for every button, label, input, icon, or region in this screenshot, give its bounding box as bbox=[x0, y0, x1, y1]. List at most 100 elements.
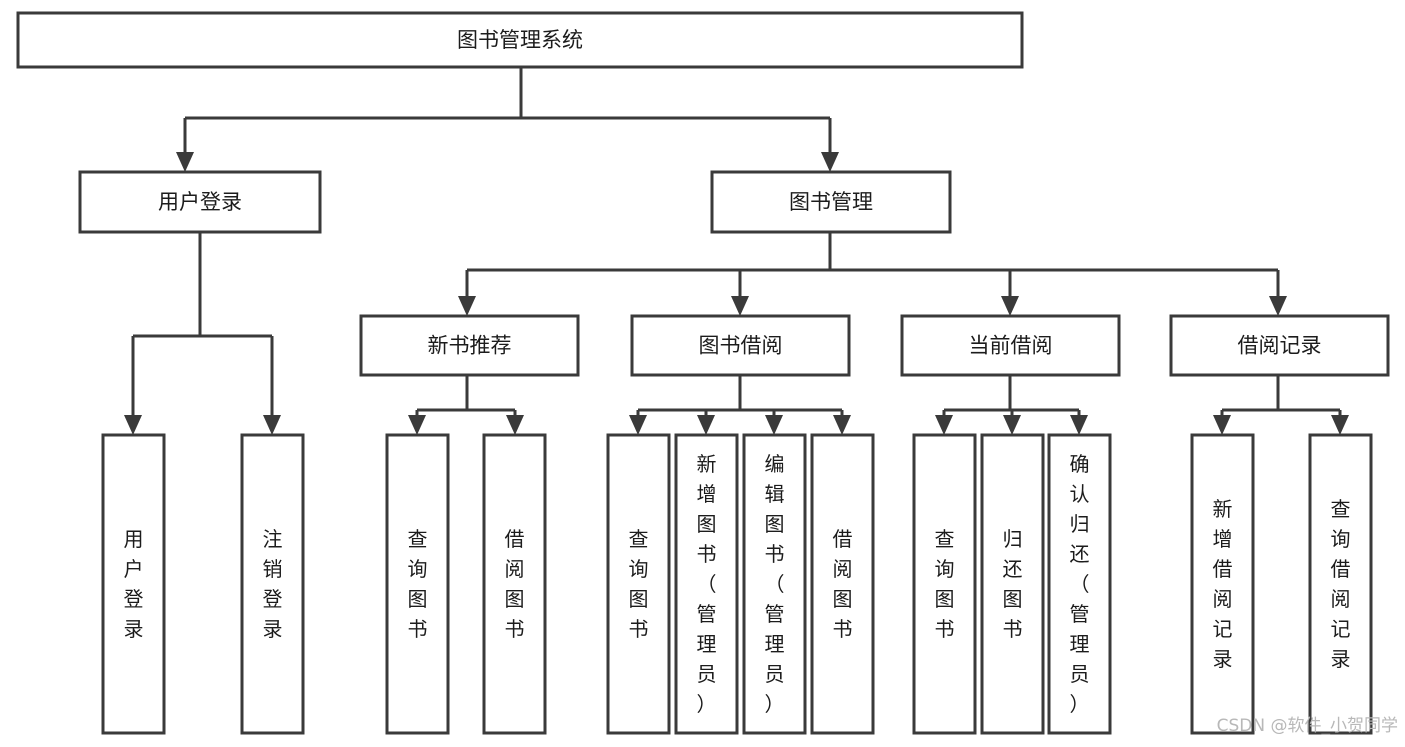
arrow-head-icon bbox=[176, 152, 194, 172]
arrow-head-icon bbox=[1003, 415, 1021, 435]
node-book-borrow[interactable]: 图书借阅 bbox=[630, 314, 851, 377]
node-layer: 图书管理系统用户登录图书管理新书推荐图书借阅当前借阅借阅记录用户登录注销登录查询… bbox=[16, 11, 1390, 735]
node-box-user-login[interactable] bbox=[78, 170, 322, 234]
node-label-leaf-user-login: 用户登录 bbox=[124, 527, 144, 641]
arrow-head-icon bbox=[506, 415, 524, 435]
arrow-head-icon bbox=[1070, 415, 1088, 435]
connector-to-leaf-query-book-2 bbox=[629, 410, 647, 435]
node-leaf-edit-book[interactable]: 编辑图书（管理员） bbox=[742, 433, 807, 735]
node-current-borrow[interactable]: 当前借阅 bbox=[900, 314, 1121, 377]
node-label-leaf-add-record: 新增借阅记录 bbox=[1213, 497, 1233, 671]
csdn-watermark: CSDN @软件_小贺同学 bbox=[1217, 716, 1398, 736]
node-leaf-add-record[interactable]: 新增借阅记录 bbox=[1190, 433, 1255, 735]
node-box-leaf-borrow-book-1[interactable] bbox=[482, 433, 547, 735]
node-label-leaf-return-book: 归还图书 bbox=[1003, 527, 1023, 641]
node-label-root: 图书管理系统 bbox=[457, 28, 583, 52]
connector-to-leaf-edit-book bbox=[765, 410, 783, 435]
node-box-leaf-add-record[interactable] bbox=[1190, 433, 1255, 735]
arrow-head-icon bbox=[821, 152, 839, 172]
node-box-borrow-record[interactable] bbox=[1169, 314, 1390, 377]
arrow-head-icon bbox=[1331, 415, 1349, 435]
watermark-layer: CSDN @软件_小贺同学 bbox=[1217, 716, 1398, 736]
node-book-manage[interactable]: 图书管理 bbox=[710, 170, 952, 234]
node-box-book-borrow[interactable] bbox=[630, 314, 851, 377]
node-box-leaf-query-book-2[interactable] bbox=[606, 433, 671, 735]
node-leaf-query-book-1[interactable]: 查询图书 bbox=[385, 433, 450, 735]
arrow-head-icon bbox=[1269, 296, 1287, 316]
connector-to-current-borrow bbox=[1001, 270, 1019, 316]
node-label-book-borrow: 图书借阅 bbox=[699, 334, 783, 358]
node-label-leaf-user-logout: 注销登录 bbox=[263, 527, 283, 641]
node-label-leaf-query-book-2: 查询图书 bbox=[629, 527, 649, 641]
node-label-leaf-add-book: 新增图书（管理员） bbox=[697, 452, 717, 716]
node-box-leaf-query-record[interactable] bbox=[1308, 433, 1373, 735]
arrow-head-icon bbox=[1001, 296, 1019, 316]
arrow-head-icon bbox=[124, 415, 142, 435]
node-label-user-login: 用户登录 bbox=[158, 190, 242, 214]
node-leaf-confirm-return[interactable]: 确认归还（管理员） bbox=[1047, 433, 1112, 735]
node-leaf-query-book-2[interactable]: 查询图书 bbox=[606, 433, 671, 735]
connector-to-leaf-borrow-book-1 bbox=[506, 410, 524, 435]
connector-to-leaf-add-book bbox=[697, 410, 715, 435]
node-box-leaf-add-book[interactable] bbox=[674, 433, 739, 735]
connector-to-leaf-query-record bbox=[1331, 410, 1349, 435]
arrow-head-icon bbox=[1213, 415, 1231, 435]
node-new-book-recommend[interactable]: 新书推荐 bbox=[359, 314, 580, 377]
node-leaf-borrow-book-2[interactable]: 借阅图书 bbox=[810, 433, 875, 735]
node-box-leaf-user-login[interactable] bbox=[101, 433, 166, 735]
connector-to-leaf-user-logout bbox=[263, 336, 281, 435]
node-box-leaf-borrow-book-2[interactable] bbox=[810, 433, 875, 735]
arrow-head-icon bbox=[629, 415, 647, 435]
node-box-leaf-return-book[interactable] bbox=[980, 433, 1045, 735]
connector-to-borrow-record bbox=[1269, 270, 1287, 316]
connector-bar-to-user-login bbox=[176, 118, 194, 172]
node-leaf-user-login[interactable]: 用户登录 bbox=[101, 433, 166, 735]
arrow-head-icon bbox=[697, 415, 715, 435]
connector-to-leaf-user-login bbox=[124, 336, 142, 435]
node-label-leaf-query-book-1: 查询图书 bbox=[408, 527, 428, 641]
node-box-root[interactable] bbox=[16, 11, 1024, 69]
node-leaf-borrow-book-1[interactable]: 借阅图书 bbox=[482, 433, 547, 735]
arrow-head-icon bbox=[458, 296, 476, 316]
node-label-leaf-confirm-return: 确认归还（管理员） bbox=[1070, 452, 1090, 716]
node-box-new-book-recommend[interactable] bbox=[359, 314, 580, 377]
connector-to-new-book-recommend bbox=[458, 270, 476, 316]
node-leaf-return-book[interactable]: 归还图书 bbox=[980, 433, 1045, 735]
node-borrow-record[interactable]: 借阅记录 bbox=[1169, 314, 1390, 377]
connector-to-leaf-query-book-1 bbox=[408, 410, 426, 435]
node-label-leaf-borrow-book-2: 借阅图书 bbox=[833, 527, 853, 641]
arrow-head-icon bbox=[833, 415, 851, 435]
arrow-head-icon bbox=[263, 415, 281, 435]
node-leaf-user-logout[interactable]: 注销登录 bbox=[240, 433, 305, 735]
node-box-leaf-query-book-3[interactable] bbox=[912, 433, 977, 735]
connector-to-leaf-query-book-3 bbox=[935, 410, 953, 435]
arrow-head-icon bbox=[765, 415, 783, 435]
node-box-leaf-confirm-return[interactable] bbox=[1047, 433, 1112, 735]
connector-layer bbox=[124, 67, 1349, 435]
node-label-leaf-query-record: 查询借阅记录 bbox=[1331, 497, 1351, 671]
connector-to-leaf-return-book bbox=[1003, 410, 1021, 435]
node-label-current-borrow: 当前借阅 bbox=[969, 334, 1053, 358]
node-leaf-query-book-3[interactable]: 查询图书 bbox=[912, 433, 977, 735]
node-label-book-manage: 图书管理 bbox=[789, 190, 873, 214]
connector-to-book-borrow bbox=[731, 270, 749, 316]
connector-to-leaf-add-record bbox=[1213, 410, 1231, 435]
node-label-new-book-recommend: 新书推荐 bbox=[428, 334, 512, 358]
node-root[interactable]: 图书管理系统 bbox=[16, 11, 1024, 69]
node-box-leaf-edit-book[interactable] bbox=[742, 433, 807, 735]
node-leaf-query-record[interactable]: 查询借阅记录 bbox=[1308, 433, 1373, 735]
connector-to-leaf-borrow-book-2 bbox=[833, 410, 851, 435]
node-box-current-borrow[interactable] bbox=[900, 314, 1121, 377]
node-box-leaf-query-book-1[interactable] bbox=[385, 433, 450, 735]
node-box-book-manage[interactable] bbox=[710, 170, 952, 234]
arrow-head-icon bbox=[731, 296, 749, 316]
node-user-login[interactable]: 用户登录 bbox=[78, 170, 322, 234]
node-label-borrow-record: 借阅记录 bbox=[1238, 334, 1322, 358]
node-box-leaf-user-logout[interactable] bbox=[240, 433, 305, 735]
node-label-leaf-borrow-book-1: 借阅图书 bbox=[505, 527, 525, 641]
node-leaf-add-book[interactable]: 新增图书（管理员） bbox=[674, 433, 739, 735]
node-label-leaf-edit-book: 编辑图书（管理员） bbox=[765, 452, 785, 716]
arrow-head-icon bbox=[935, 415, 953, 435]
